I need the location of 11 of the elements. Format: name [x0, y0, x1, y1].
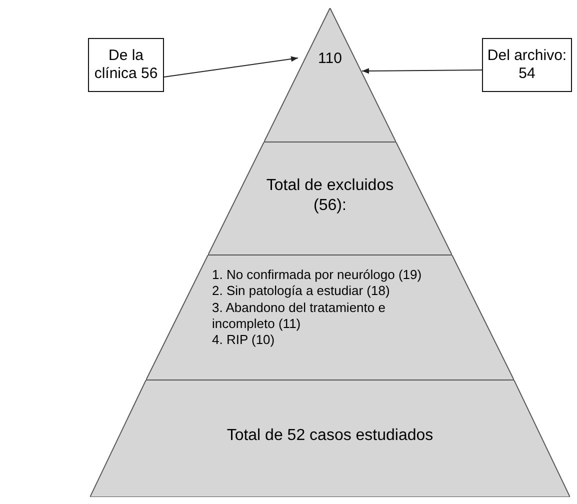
list-item: 4. RIP (10)	[212, 332, 276, 348]
label-box: De la clínica 56	[88, 38, 164, 92]
tier-text: 110	[317, 50, 343, 69]
arrow	[362, 68, 482, 74]
arrow	[164, 56, 298, 78]
tier-text: Total de excluidos (56):	[265, 176, 395, 216]
list-item: 2. Sin patología a estudiar (18)	[212, 283, 391, 300]
label-box: Del archivo: 54	[482, 38, 572, 92]
list-item: 1. No confirmada por neurólogo (19)	[212, 267, 423, 284]
tier-text: Total de 52 casos estudiados	[226, 426, 434, 446]
list-item: 3. Abandono del tratamiento e incompleto (11)	[212, 300, 386, 332]
